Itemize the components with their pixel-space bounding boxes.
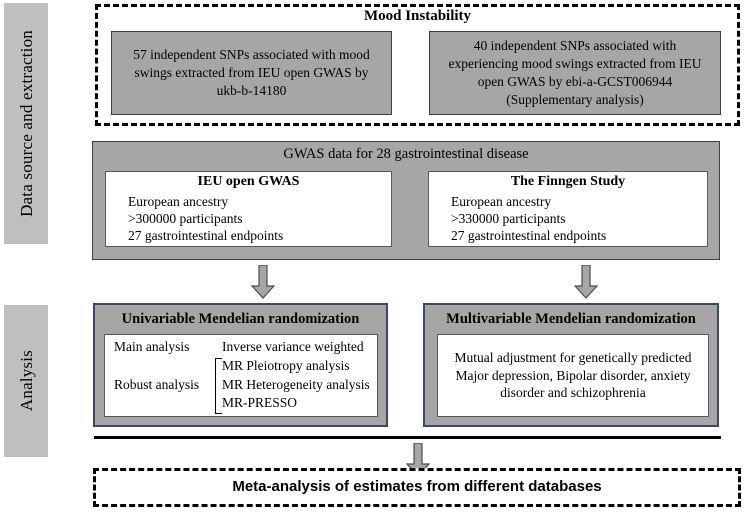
stage-label-data-source-text: Data source and extraction [16,30,36,217]
gwas-source-detail: European ancestry [128,193,229,209]
gwas-source-detail: >300000 participants [128,210,243,226]
univariable-mr-title: Univariable Mendelian randomization [121,311,360,327]
exposure-line: 57 independent SNPs associated with mood [133,47,370,63]
exposure-box-ebi-a-gcst006944: 40 independent SNPs associated with expe… [429,31,721,115]
robust-analysis-method: MR-PRESSO [222,395,298,411]
univariable-mr-methods: Main analysis Inverse variance weighted … [104,334,378,417]
horizontal-divider [94,436,721,439]
stage-label-analysis-text: Analysis [16,350,36,412]
main-analysis-label: Main analysis [114,339,190,355]
gwas-outcome-title: GWAS data for 28 gastrointestinal diseas… [283,146,529,162]
gwas-source-finngen-study: The Finngen Study European ancestry >330… [428,171,708,247]
down-block-arrow-icon [251,265,275,299]
multivariable-line: Major depression, Bipolar disorder, anxi… [455,367,691,383]
multivariable-line: disorder and schizophrenia [500,385,646,401]
robust-analysis-method: MR Pleiotropy analysis [222,357,350,373]
stage-label-analysis: Analysis [4,305,48,457]
gwas-source-detail: >330000 participants [451,210,566,226]
stage-label-data-source: Data source and extraction [4,3,48,244]
curly-brace-icon [215,357,222,414]
down-block-arrow-icon [574,265,598,299]
mood-instability-title: Mood Instability [363,8,472,24]
gwas-source-name: IEU open GWAS [197,173,300,189]
exposure-box-ukb-b-14180: 57 independent SNPs associated with mood… [111,31,392,115]
meta-analysis-title: Meta-analysis of estimates from differen… [232,478,602,495]
exposure-line: swings extracted from IEU open GWAS by [134,65,369,81]
robust-analysis-methods: MR Pleiotropy analysis MR Heterogeneity … [215,357,377,414]
main-analysis-method: Inverse variance weighted [222,339,364,355]
exposure-line: experiencing mood swings extracted from … [448,56,702,72]
multivariable-line: Mutual adjustment for genetically predic… [454,349,692,365]
meta-analysis-group [93,468,741,507]
exposure-line: open GWAS by ebi-a-GCST006944 [477,74,673,89]
exposure-line: (Supplementary analysis) [506,91,644,107]
gwas-source-ieu-open-gwas: IEU open GWAS European ancestry >300000 … [105,171,392,247]
exposure-line: 40 independent SNPs associated with [473,38,677,54]
gwas-source-name: The Finngen Study [510,173,626,189]
robust-analysis-method: MR Heterogeneity analysis [222,376,370,392]
exposure-line: ukb-b-14180 [216,82,287,98]
gwas-source-detail: 27 gastrointestinal endpoints [451,228,607,244]
gwas-source-detail: European ancestry [451,193,552,209]
robust-analysis-label: Robust analysis [114,376,200,392]
multivariable-mr-title: Multivariable Mendelian randomization [446,311,696,327]
multivariable-mr-details: Mutual adjustment for genetically predic… [437,334,709,417]
gwas-source-detail: 27 gastrointestinal endpoints [128,228,284,244]
